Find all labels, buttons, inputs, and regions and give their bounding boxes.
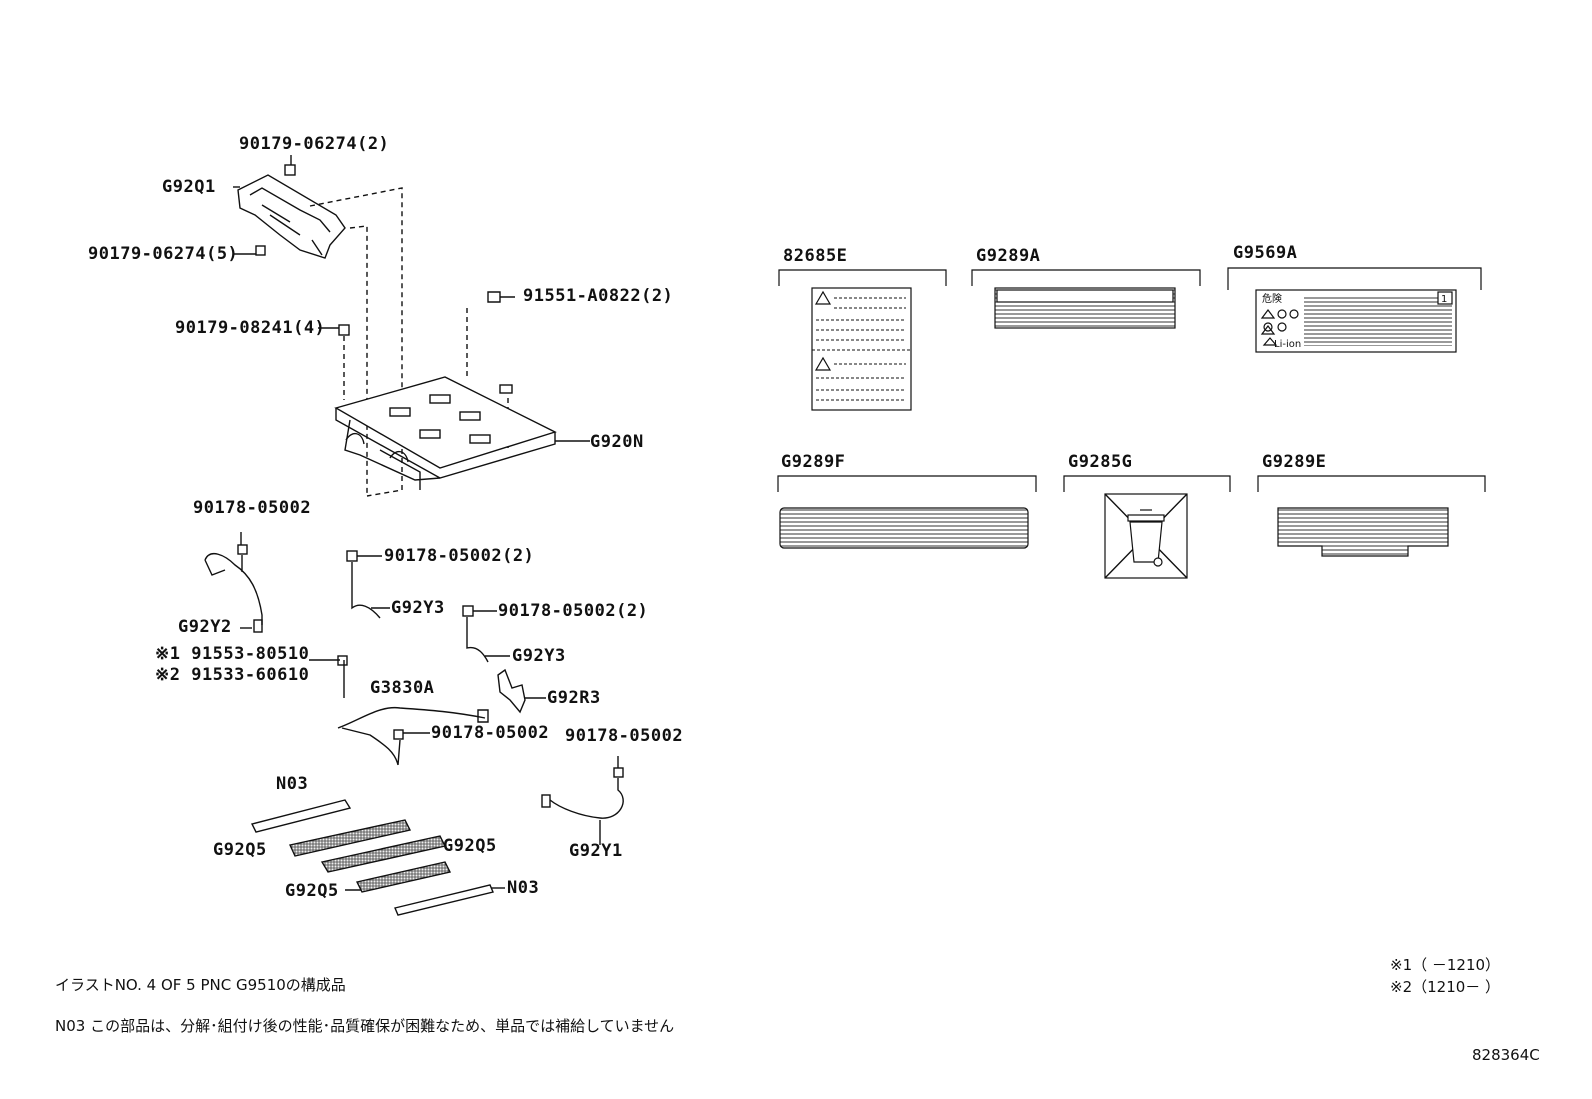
wire-g92y1-drawing — [541, 767, 624, 819]
part-label: G92R3 — [547, 688, 601, 708]
part-label: G92Y1 — [569, 841, 623, 861]
label-code: 82685E — [783, 246, 848, 266]
part-label: G92Q5 — [213, 840, 267, 860]
part-label: ※2 91533-60610 — [155, 665, 310, 685]
label-code: G9289A — [976, 246, 1041, 266]
label-code: G9285G — [1068, 452, 1133, 472]
range-note-1: ※1（ －1210） — [1390, 956, 1501, 974]
label-g9289a-drawing — [994, 287, 1176, 329]
part-label: 90178-05002(2) — [498, 601, 649, 621]
n03-note: N03 この部品は、分解･組付け後の性能･品質確保が困難なため、単品では補給して… — [55, 1017, 675, 1035]
part-label: 90178-05002(2) — [384, 546, 535, 566]
part-label: G3830A — [370, 678, 435, 698]
label-g9285g-drawing — [1104, 493, 1188, 579]
label-g9289f-drawing — [779, 507, 1029, 549]
part-label: G92Y2 — [178, 617, 232, 637]
part-label: 90179-08241(4) — [175, 318, 326, 338]
part-label: N03 — [276, 774, 309, 794]
dashed-connectors — [309, 187, 509, 497]
bracket-g92q1-drawing — [237, 164, 346, 259]
range-note-2: ※2（1210－ ） — [1390, 978, 1501, 996]
part-label: G920N — [590, 432, 644, 452]
part-label: G92Q1 — [162, 177, 216, 197]
label-g9569a-drawing — [1255, 289, 1457, 353]
label-code: G9289E — [1262, 452, 1327, 472]
part-label: 90178-05002 — [193, 498, 312, 518]
label-g9289e-drawing — [1277, 507, 1449, 557]
label-82685e-drawing — [811, 287, 912, 411]
harness-g3830a-drawing — [337, 655, 489, 766]
label-code: G9289F — [781, 452, 846, 472]
part-label: 90179-06274(5) — [88, 244, 239, 264]
bracket-g92r3-drawing — [497, 668, 526, 714]
part-label: 90178-05002 — [431, 723, 550, 743]
label-g9569a-number-text: 1 — [1441, 294, 1447, 305]
illustration-note: イラストNO. 4 OF 5 PNC G9510の構成品 — [55, 976, 346, 994]
label-g9569a-danger-text: 危険 — [1262, 293, 1282, 305]
part-label: ※1 91553-80510 — [155, 644, 310, 664]
part-label: G92Q5 — [285, 881, 339, 901]
part-label: 90179-06274(2) — [239, 134, 390, 154]
part-label: G92Q5 — [443, 836, 497, 856]
wire-g92y2-drawing — [204, 544, 263, 633]
diagram-code: 828364C — [1472, 1046, 1540, 1064]
part-label: 91551-A0822(2) — [523, 286, 674, 306]
part-label: 90178-05002 — [565, 726, 684, 746]
wire-g92y3-drawing — [346, 550, 489, 663]
label-code: G9569A — [1233, 243, 1298, 263]
strips-drawing — [250, 799, 494, 916]
part-label: G92Y3 — [391, 598, 445, 618]
label-g9569a-liion-text: Li-ion — [1274, 339, 1301, 350]
tray-g920n-drawing — [334, 376, 557, 490]
part-label: G92Y3 — [512, 646, 566, 666]
part-label: N03 — [507, 878, 540, 898]
